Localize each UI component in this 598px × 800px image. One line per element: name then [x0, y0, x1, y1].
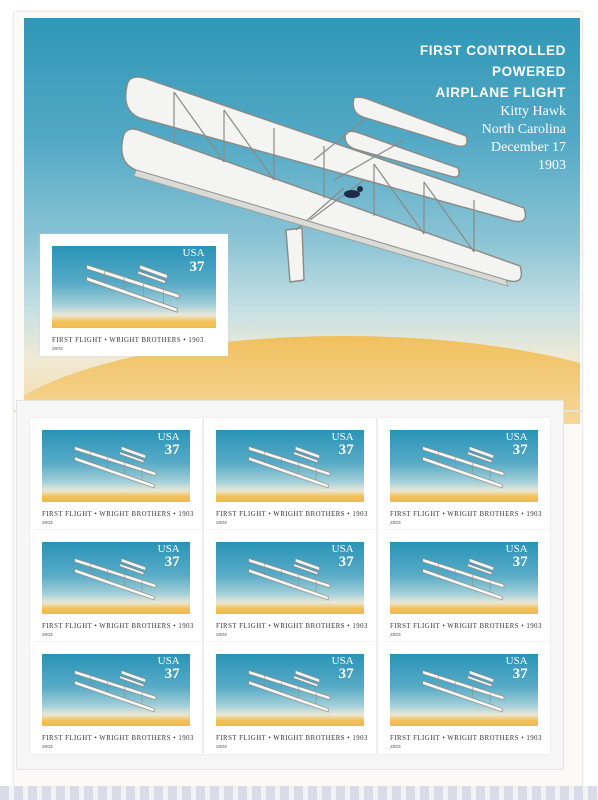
- headline-line-3: AIRPLANE FLIGHT: [435, 85, 566, 100]
- stamp-country: USA: [182, 247, 205, 260]
- stamp-caption: FIRST FLIGHT • WRIGHT BROTHERS • 1903: [216, 735, 368, 742]
- stamp-denomination: 37: [189, 259, 205, 276]
- pane-stamp[interactable]: USA 37 FIRST FLIGHT • WRIGHT BROTHERS • …: [378, 530, 550, 642]
- stamp-art: USA 37: [42, 654, 190, 726]
- stamp-caption: FIRST FLIGHT • WRIGHT BROTHERS • 1903: [42, 735, 194, 742]
- stamp-imprint-year: 2003: [42, 633, 53, 638]
- pane-stamp[interactable]: USA 37 FIRST FLIGHT • WRIGHT BROTHERS • …: [204, 418, 376, 530]
- headline-text: FIRST CONTROLLED POWERED AIRPLANE FLIGHT…: [420, 40, 566, 175]
- stamp-art: USA 37: [390, 430, 538, 502]
- stamp-caption: FIRST FLIGHT • WRIGHT BROTHERS • 1903: [42, 623, 194, 630]
- stamp-denomination: 37: [512, 665, 528, 682]
- stamp-art: USA 37: [42, 542, 190, 614]
- stamp-art: USA 37: [216, 430, 364, 502]
- place-line-1: Kitty Hawk: [500, 104, 566, 119]
- stamp-art: USA 37: [390, 542, 538, 614]
- pane-stamp[interactable]: USA 37 FIRST FLIGHT • WRIGHT BROTHERS • …: [204, 642, 376, 754]
- stamp-country: USA: [505, 543, 528, 556]
- stamp-imprint-year: 2003: [216, 633, 227, 638]
- stamp-imprint-year: 2003: [216, 745, 227, 750]
- stamp-country: USA: [331, 655, 354, 668]
- wright-flyer-icon: [86, 264, 180, 313]
- wright-flyer-icon: [422, 445, 505, 489]
- stamp-country: USA: [331, 431, 354, 444]
- stamp-country: USA: [157, 655, 180, 668]
- stamp-denomination: 37: [164, 441, 180, 458]
- stamp-denomination: 37: [512, 553, 528, 570]
- stamp-imprint-year: 2003: [52, 347, 63, 352]
- wright-flyer-icon: [422, 669, 505, 713]
- stamp-denomination: 37: [338, 665, 354, 682]
- stamp-art: USA 37: [390, 654, 538, 726]
- wright-flyer-icon: [248, 557, 331, 601]
- stamp-caption: FIRST FLIGHT • WRIGHT BROTHERS • 1903: [390, 511, 542, 518]
- featured-stamp[interactable]: USA 37 FIRST FLIGHT • WRIGHT BROTHERS • …: [40, 234, 228, 356]
- wright-flyer-icon: [422, 557, 505, 601]
- place-line-2: North Carolina: [481, 122, 566, 137]
- stamp-imprint-year: 2003: [42, 745, 53, 750]
- stamp-country: USA: [505, 431, 528, 444]
- stamp-denomination: 37: [164, 665, 180, 682]
- stamp-denomination: 37: [338, 553, 354, 570]
- pane-stamp[interactable]: USA 37 FIRST FLIGHT • WRIGHT BROTHERS • …: [204, 530, 376, 642]
- pane-stamp[interactable]: USA 37 FIRST FLIGHT • WRIGHT BROTHERS • …: [30, 530, 202, 642]
- date-line: December 17: [490, 140, 566, 155]
- stamp-caption: FIRST FLIGHT • WRIGHT BROTHERS • 1903: [216, 511, 368, 518]
- stamp-art: USA 37: [216, 542, 364, 614]
- stamp-caption: FIRST FLIGHT • WRIGHT BROTHERS • 1903: [52, 337, 204, 344]
- headline-line-2: POWERED: [492, 64, 566, 79]
- pane-stamp[interactable]: USA 37 FIRST FLIGHT • WRIGHT BROTHERS • …: [378, 642, 550, 754]
- headline-line-1: FIRST CONTROLLED: [419, 43, 566, 58]
- stamp-art: USA 37: [42, 430, 190, 502]
- stamp-imprint-year: 2003: [390, 521, 401, 526]
- pane-stamp[interactable]: USA 37 FIRST FLIGHT • WRIGHT BROTHERS • …: [30, 418, 202, 530]
- stamp-caption: FIRST FLIGHT • WRIGHT BROTHERS • 1903: [390, 623, 542, 630]
- wright-flyer-illustration: [121, 76, 527, 287]
- wright-flyer-icon: [248, 669, 331, 713]
- pane-stamp[interactable]: USA 37 FIRST FLIGHT • WRIGHT BROTHERS • …: [30, 642, 202, 754]
- stamp-imprint-year: 2003: [42, 521, 53, 526]
- year-line: 1903: [538, 158, 566, 173]
- stamp-country: USA: [157, 431, 180, 444]
- stamp-caption: FIRST FLIGHT • WRIGHT BROTHERS • 1903: [390, 735, 542, 742]
- stamp-country: USA: [331, 543, 354, 556]
- stamp-caption: FIRST FLIGHT • WRIGHT BROTHERS • 1903: [42, 511, 194, 518]
- stamp-imprint-year: 2003: [216, 521, 227, 526]
- pane-stamp[interactable]: USA 37 FIRST FLIGHT • WRIGHT BROTHERS • …: [378, 418, 550, 530]
- stamp-art: USA 37: [52, 246, 216, 328]
- stamp-imprint-year: 2003: [390, 633, 401, 638]
- stamp-art: USA 37: [216, 654, 364, 726]
- stamp-denomination: 37: [164, 553, 180, 570]
- stamp-imprint-year: 2003: [390, 745, 401, 750]
- stamp-denomination: 37: [512, 441, 528, 458]
- stamp-country: USA: [505, 655, 528, 668]
- stamp-caption: FIRST FLIGHT • WRIGHT BROTHERS • 1903: [216, 623, 368, 630]
- wright-flyer-icon: [74, 669, 157, 713]
- wright-flyer-icon: [74, 445, 157, 489]
- wright-flyer-icon: [74, 557, 157, 601]
- stamp-denomination: 37: [338, 441, 354, 458]
- header-artwork: FIRST CONTROLLED POWERED AIRPLANE FLIGHT…: [24, 18, 580, 424]
- wright-flyer-icon: [248, 445, 331, 489]
- stamp-country: USA: [157, 543, 180, 556]
- perforation-strip: [0, 786, 598, 800]
